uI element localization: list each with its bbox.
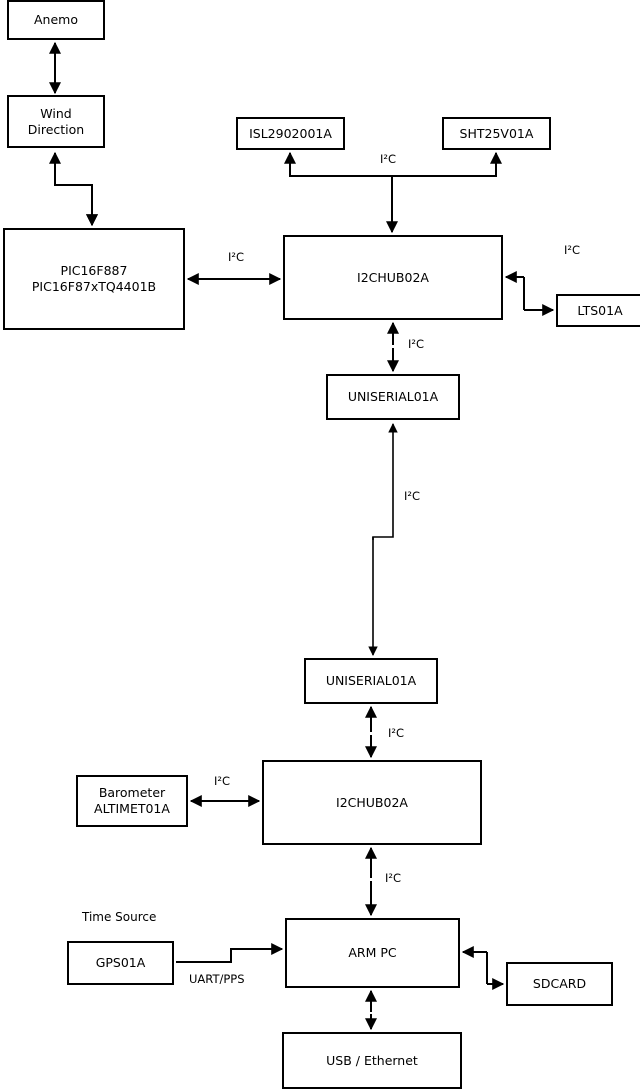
edge-label-uart-pps: UART/PPS — [189, 972, 245, 986]
edge-label-i2c-pic-hub: I²C — [228, 250, 245, 264]
node-uniserial01a-upper[interactable]: UNISERIAL01A — [326, 374, 460, 420]
edge-wind-pic — [49, 151, 98, 227]
node-anemo-label: Anemo — [34, 12, 78, 28]
node-isl2902001a[interactable]: ISL2902001A — [236, 117, 345, 150]
node-anemo[interactable]: Anemo — [7, 0, 105, 40]
node-sdcard[interactable]: SDCARD — [506, 962, 613, 1006]
node-arm-pc-label: ARM PC — [348, 945, 397, 961]
node-lts01a-label: LTS01A — [577, 302, 623, 318]
node-uniserial01a-upper-label: UNISERIAL01A — [347, 389, 439, 405]
node-pic-microcontroller[interactable]: PIC16F887 PIC16F87xTQ4401B — [3, 228, 185, 330]
node-i2chub02a-bottom-label: I2CHUB02A — [336, 794, 408, 810]
node-barometer-altimet01a-label: Barometer ALTIMET01A — [94, 785, 170, 816]
node-sdcard-label: SDCARD — [532, 976, 587, 992]
label-time-source: Time Source — [82, 910, 157, 924]
node-wind-direction-label: Wind Direction — [27, 105, 85, 137]
node-pic-microcontroller-label: PIC16F887 PIC16F87xTQ4401B — [31, 263, 157, 294]
edge-armpc-sdcard — [461, 946, 505, 990]
node-isl2902001a-label: ISL2902001A — [249, 125, 332, 141]
edge-label-i2c-barometer-hub: I²C — [214, 774, 231, 788]
node-barometer-altimet01a[interactable]: Barometer ALTIMET01A — [76, 775, 188, 827]
node-wind-direction[interactable]: Wind Direction — [7, 95, 105, 148]
edge-label-i2c-uniserial-link: I²C — [404, 489, 421, 503]
node-i2chub02a-top-label: I2CHUB02A — [357, 269, 429, 285]
node-uniserial01a-lower[interactable]: UNISERIAL01A — [304, 658, 438, 704]
node-i2chub02a-bottom[interactable]: I2CHUB02A — [262, 760, 482, 845]
node-usb-ethernet-label: USB / Ethernet — [326, 1052, 418, 1068]
edge-label-i2c-hub-uniserial: I²C — [408, 337, 425, 351]
node-i2chub02a-top[interactable]: I2CHUB02A — [283, 235, 503, 320]
edge-hubtop-lts — [504, 271, 555, 316]
edge-gps-armpc — [176, 943, 284, 963]
edge-label-i2c-hub-armpc: I²C — [385, 871, 402, 885]
node-lts01a[interactable]: LTS01A — [556, 294, 640, 327]
edge-label-i2c-hub-lts: I²C — [564, 243, 581, 257]
node-sht25v01a[interactable]: SHT25V01A — [442, 117, 551, 150]
edge-label-i2c-uniserial-hub: I²C — [388, 726, 405, 740]
node-gps01a[interactable]: GPS01A — [67, 941, 174, 985]
edge-uniserial1-uniserial2 — [368, 423, 398, 656]
node-usb-ethernet[interactable]: USB / Ethernet — [282, 1032, 462, 1089]
node-arm-pc[interactable]: ARM PC — [285, 918, 460, 988]
node-gps01a-label: GPS01A — [95, 955, 146, 971]
edge-label-i2c-sensors-hub: I²C — [380, 152, 397, 166]
node-sht25v01a-label: SHT25V01A — [459, 125, 534, 141]
node-uniserial01a-lower-label: UNISERIAL01A — [325, 673, 417, 689]
edge-sensors-hubtop — [284, 151, 502, 234]
